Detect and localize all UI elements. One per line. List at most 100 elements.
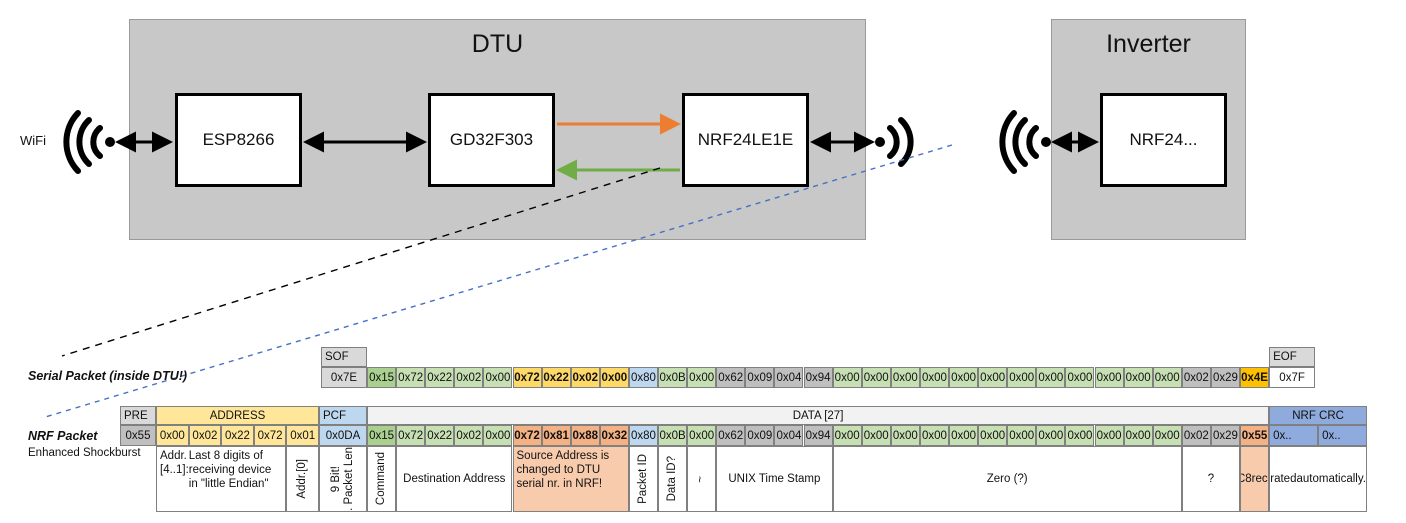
- nrf-byte-15: 0x94: [803, 425, 833, 446]
- serial-byte-11: 0x00: [687, 367, 717, 388]
- nrf-byte-24: 0x00: [1065, 425, 1095, 446]
- nrf-byte-28: 0x02: [1181, 425, 1211, 446]
- nrf-packet-row-label: NRF Packet: [28, 429, 98, 443]
- serial-packet-row-label: Serial Packet (inside DTU!): [28, 369, 188, 383]
- annotation-nrf-crc: Generatedautomatically.Dont Care!: [1269, 446, 1368, 512]
- annotation-source-note: Source Address is changed to DTU serial …: [512, 446, 629, 512]
- nrf-address-byte-1: 0x02: [188, 425, 222, 446]
- chip-gd32f303-label: GD32F303: [449, 130, 534, 149]
- serial-byte-16: 0x00: [832, 367, 862, 388]
- nrf-byte-13: 0x09: [745, 425, 775, 446]
- nrf-byte-29: 0x29: [1210, 425, 1240, 446]
- serial-sof-value: 0x7E: [321, 367, 367, 388]
- serial-byte-17: 0x00: [861, 367, 891, 388]
- nrf-pcf-value: 0x0DA: [319, 425, 367, 446]
- serial-byte-25: 0x00: [1094, 367, 1124, 388]
- chip-esp8266-label: ESP8266: [202, 130, 275, 149]
- serial-sof-header: SOF: [321, 347, 367, 367]
- chip-nrf24le1e-label: NRF24LE1E: [697, 130, 794, 149]
- nrf-byte-22: 0x00: [1007, 425, 1037, 446]
- serial-byte-22: 0x00: [1007, 367, 1037, 388]
- serial-byte-30: 0x4E: [1240, 367, 1270, 388]
- annotation-data-id: Data ID?: [658, 446, 688, 512]
- annotation-command: Command: [367, 446, 397, 512]
- nrf-group-data: DATA [27]: [367, 406, 1270, 425]
- nrf-address-byte-2: 0x22: [221, 425, 254, 446]
- nrf-group-address: ADDRESS: [156, 406, 319, 425]
- serial-byte-14: 0x04: [774, 367, 804, 388]
- serial-byte-0: 0x15: [367, 367, 397, 388]
- serial-eof-header: EOF: [1269, 347, 1316, 367]
- serial-byte-8: 0x00: [599, 367, 629, 388]
- nrf-byte-27: 0x00: [1152, 425, 1182, 446]
- nrf-byte-23: 0x00: [1036, 425, 1066, 446]
- nrf-byte-5: 0x72: [512, 425, 542, 446]
- nrf-byte-12: 0x62: [716, 425, 746, 446]
- nrf-byte-6: 0x81: [541, 425, 571, 446]
- annotation-packet-id: Packet ID: [628, 446, 658, 512]
- serial-byte-27: 0x00: [1152, 367, 1182, 388]
- serial-byte-18: 0x00: [890, 367, 920, 388]
- nrf-address-byte-0: 0x00: [156, 425, 189, 446]
- annotation-unix-time-stamp: UNIX Time Stamp: [716, 446, 833, 512]
- nrf-byte-20: 0x00: [949, 425, 979, 446]
- annotation-question: ?: [1181, 446, 1240, 512]
- serial-byte-10: 0x0B: [658, 367, 688, 388]
- nrf-byte-1: 0x72: [396, 425, 426, 446]
- serial-byte-4: 0x00: [483, 367, 513, 388]
- serial-byte-5: 0x72: [512, 367, 542, 388]
- nrf-byte-30: 0x55: [1240, 425, 1270, 446]
- serial-byte-20: 0x00: [949, 367, 979, 388]
- nrf-byte-14: 0x04: [774, 425, 804, 446]
- annotation-zero: Zero (?): [832, 446, 1182, 512]
- wifi-label: WiFi: [20, 133, 46, 148]
- serial-byte-23: 0x00: [1036, 367, 1066, 388]
- chip-nrf24[interactable]: NRF24...: [1100, 93, 1227, 187]
- nrf-address-byte-4: 0x01: [286, 425, 319, 446]
- nrf-byte-0: 0x15: [367, 425, 397, 446]
- nrf-crc-byte-0: 0x..: [1269, 425, 1319, 446]
- nrf-byte-18: 0x00: [890, 425, 920, 446]
- nrf-byte-26: 0x00: [1123, 425, 1153, 446]
- nrf-pre-value: 0x55: [120, 425, 156, 446]
- serial-byte-26: 0x00: [1123, 367, 1153, 388]
- nrf-group-crc: NRF CRC: [1269, 406, 1368, 425]
- serial-byte-29: 0x29: [1210, 367, 1240, 388]
- nrf-group-pcf: PCF: [319, 406, 367, 425]
- nrf-byte-4: 0x00: [483, 425, 513, 446]
- nrf-address-byte-3: 0x72: [253, 425, 287, 446]
- serial-byte-21: 0x00: [978, 367, 1008, 388]
- serial-byte-3: 0x02: [454, 367, 484, 388]
- nrf-byte-17: 0x00: [861, 425, 891, 446]
- annotation-address-note: Addr. [4..1]:Last 8 digits of receiving …: [156, 446, 287, 512]
- annotation-addr0: Addr.[0]: [286, 446, 319, 512]
- nrf-byte-3: 0x02: [454, 425, 484, 446]
- serial-byte-24: 0x00: [1065, 367, 1095, 388]
- serial-byte-19: 0x00: [919, 367, 949, 388]
- nrf-byte-25: 0x00: [1094, 425, 1124, 446]
- serial-byte-15: 0x94: [803, 367, 833, 388]
- dtu-title: DTU: [471, 30, 524, 58]
- nrf-byte-10: 0x0B: [658, 425, 688, 446]
- chip-nrf24-label: NRF24...: [1129, 130, 1198, 149]
- inverter-title: Inverter: [1106, 30, 1191, 58]
- serial-byte-12: 0x62: [716, 367, 746, 388]
- serial-byte-1: 0x72: [396, 367, 426, 388]
- nrf-byte-16: 0x00: [832, 425, 862, 446]
- nrf-byte-7: 0x88: [570, 425, 600, 446]
- serial-byte-7: 0x02: [570, 367, 600, 388]
- annotation-packet-length: 9 Bit!Inc. Packet Length: [319, 446, 367, 512]
- annotation-crc8: CRC8recalc.!: [1240, 446, 1270, 512]
- annotation-tilde: ~: [687, 446, 717, 512]
- nrf-byte-21: 0x00: [978, 425, 1008, 446]
- nrf-group-pre: PRE: [120, 406, 156, 425]
- nrf-byte-8: 0x32: [599, 425, 629, 446]
- nrf-byte-2: 0x22: [425, 425, 455, 446]
- enhanced-shockburst-label: Enhanced Shockburst: [28, 447, 141, 459]
- serial-byte-6: 0x22: [541, 367, 571, 388]
- nrf-crc-byte-1: 0x..: [1318, 425, 1368, 446]
- serial-byte-9: 0x80: [628, 367, 658, 388]
- nrf-byte-19: 0x00: [919, 425, 949, 446]
- serial-byte-13: 0x09: [745, 367, 775, 388]
